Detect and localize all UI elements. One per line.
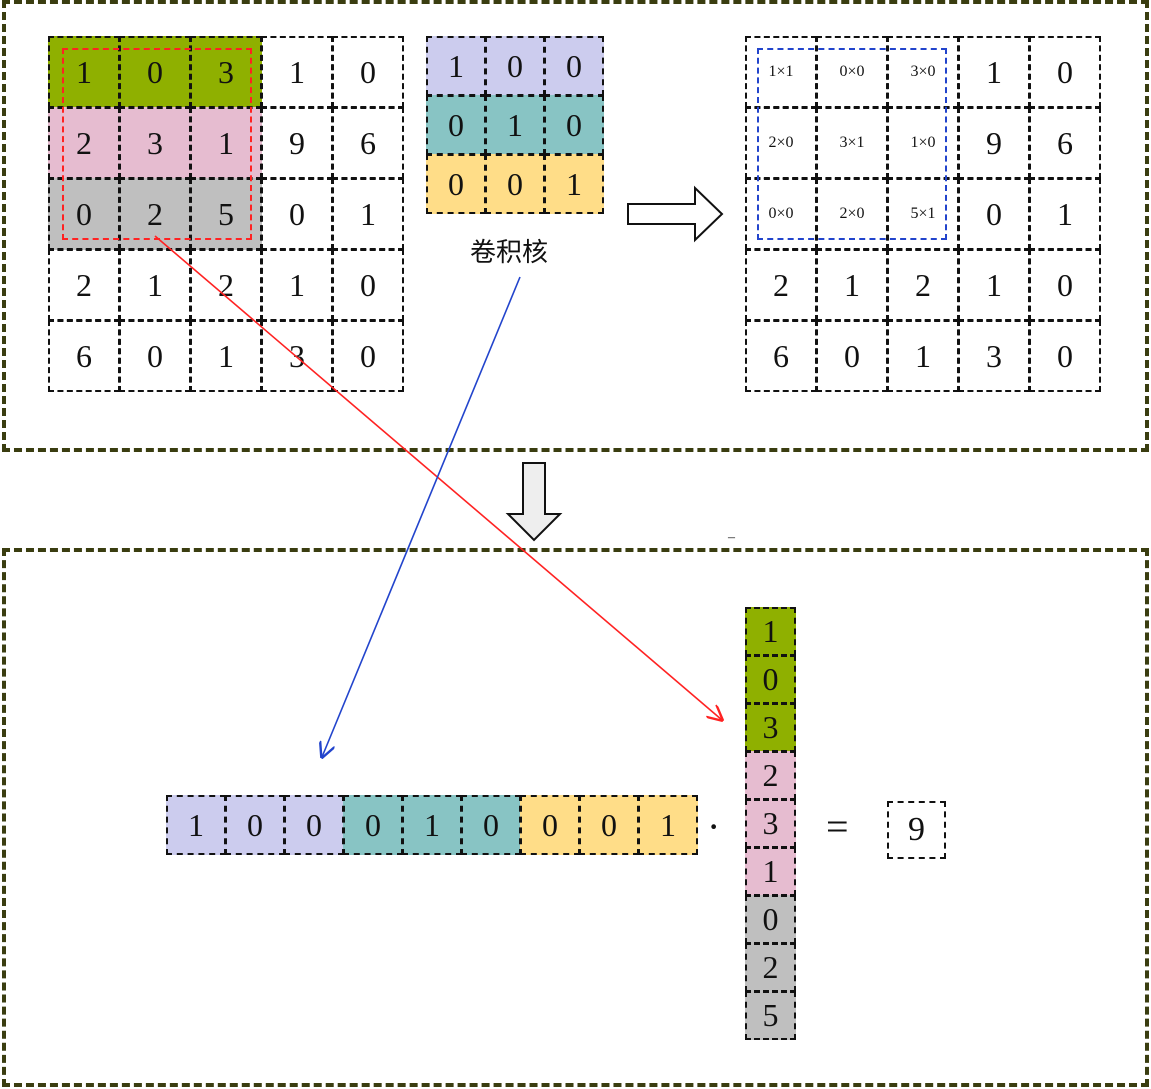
kernel-cell: 0 xyxy=(426,95,486,155)
output-cell: 3 xyxy=(958,320,1030,392)
input-vector-cell: 0 xyxy=(745,895,796,944)
output-cell: 1 xyxy=(958,36,1030,108)
input-cell: 1 xyxy=(261,249,333,321)
input-cell: 1 xyxy=(190,320,262,392)
input-vector-cell: 3 xyxy=(745,703,796,752)
input-vector-cell: 1 xyxy=(745,607,796,656)
input-vector-cell: 0 xyxy=(745,655,796,704)
product-window xyxy=(757,48,947,240)
hollow-down-arrow-icon xyxy=(505,462,563,542)
result-box: 9 xyxy=(887,801,946,859)
output-cell: 2 xyxy=(887,249,959,321)
output-cell: 1 xyxy=(1029,178,1101,250)
input-cell: 0 xyxy=(332,249,404,321)
input-cell: 6 xyxy=(48,320,120,392)
output-cell: 6 xyxy=(745,320,817,392)
output-cell: 1 xyxy=(887,320,959,392)
kernel-vector-cell: 0 xyxy=(284,795,344,855)
input-cell: 1 xyxy=(261,36,333,108)
kernel-cell: 1 xyxy=(544,154,604,214)
input-cell: 3 xyxy=(261,320,333,392)
stray-mark: – xyxy=(728,530,735,545)
kernel-vector-cell: 0 xyxy=(461,795,521,855)
output-cell: 0 xyxy=(1029,320,1101,392)
output-cell: 1 xyxy=(958,249,1030,321)
input-cell: 1 xyxy=(332,178,404,250)
output-cell: 0 xyxy=(816,320,888,392)
input-cell: 0 xyxy=(119,320,191,392)
input-cell: 2 xyxy=(48,249,120,321)
kernel-cell: 0 xyxy=(544,95,604,155)
input-cell: 1 xyxy=(119,249,191,321)
kernel-caption: 卷积核 xyxy=(470,238,549,267)
kernel-cell: 0 xyxy=(426,154,486,214)
kernel-vector-cell: 1 xyxy=(638,795,698,855)
kernel-vector-cell: 0 xyxy=(225,795,285,855)
input-cell: 9 xyxy=(261,107,333,179)
kernel-vector-cell: 0 xyxy=(343,795,403,855)
equals-symbol: = xyxy=(826,804,849,849)
output-cell: 0 xyxy=(958,178,1030,250)
output-cell: 2 xyxy=(745,249,817,321)
input-vector-cell: 2 xyxy=(745,943,796,992)
input-vector-cell: 2 xyxy=(745,751,796,800)
kernel-cell: 0 xyxy=(544,36,604,96)
output-cell: 1 xyxy=(816,249,888,321)
input-cell: 0 xyxy=(261,178,333,250)
kernel-cell: 0 xyxy=(485,154,545,214)
output-cell: 6 xyxy=(1029,107,1101,179)
dot-symbol: · xyxy=(707,804,721,849)
kernel-vector-cell: 0 xyxy=(579,795,639,855)
kernel-cell: 0 xyxy=(485,36,545,96)
kernel-cell: 1 xyxy=(426,36,486,96)
input-cell: 0 xyxy=(332,320,404,392)
input-cell: 2 xyxy=(190,249,262,321)
kernel-vector-cell: 1 xyxy=(166,795,226,855)
kernel-vector-cell: 1 xyxy=(402,795,462,855)
kernel-vector-cell: 0 xyxy=(520,795,580,855)
input-vector-cell: 3 xyxy=(745,799,796,848)
input-cell: 0 xyxy=(332,36,404,108)
receptive-field-window xyxy=(62,48,252,240)
output-cell: 9 xyxy=(958,107,1030,179)
input-vector-cell: 5 xyxy=(745,991,796,1040)
kernel-cell: 1 xyxy=(485,95,545,155)
output-cell: 0 xyxy=(1029,36,1101,108)
output-cell: 0 xyxy=(1029,249,1101,321)
input-vector-cell: 1 xyxy=(745,847,796,896)
input-cell: 6 xyxy=(332,107,404,179)
